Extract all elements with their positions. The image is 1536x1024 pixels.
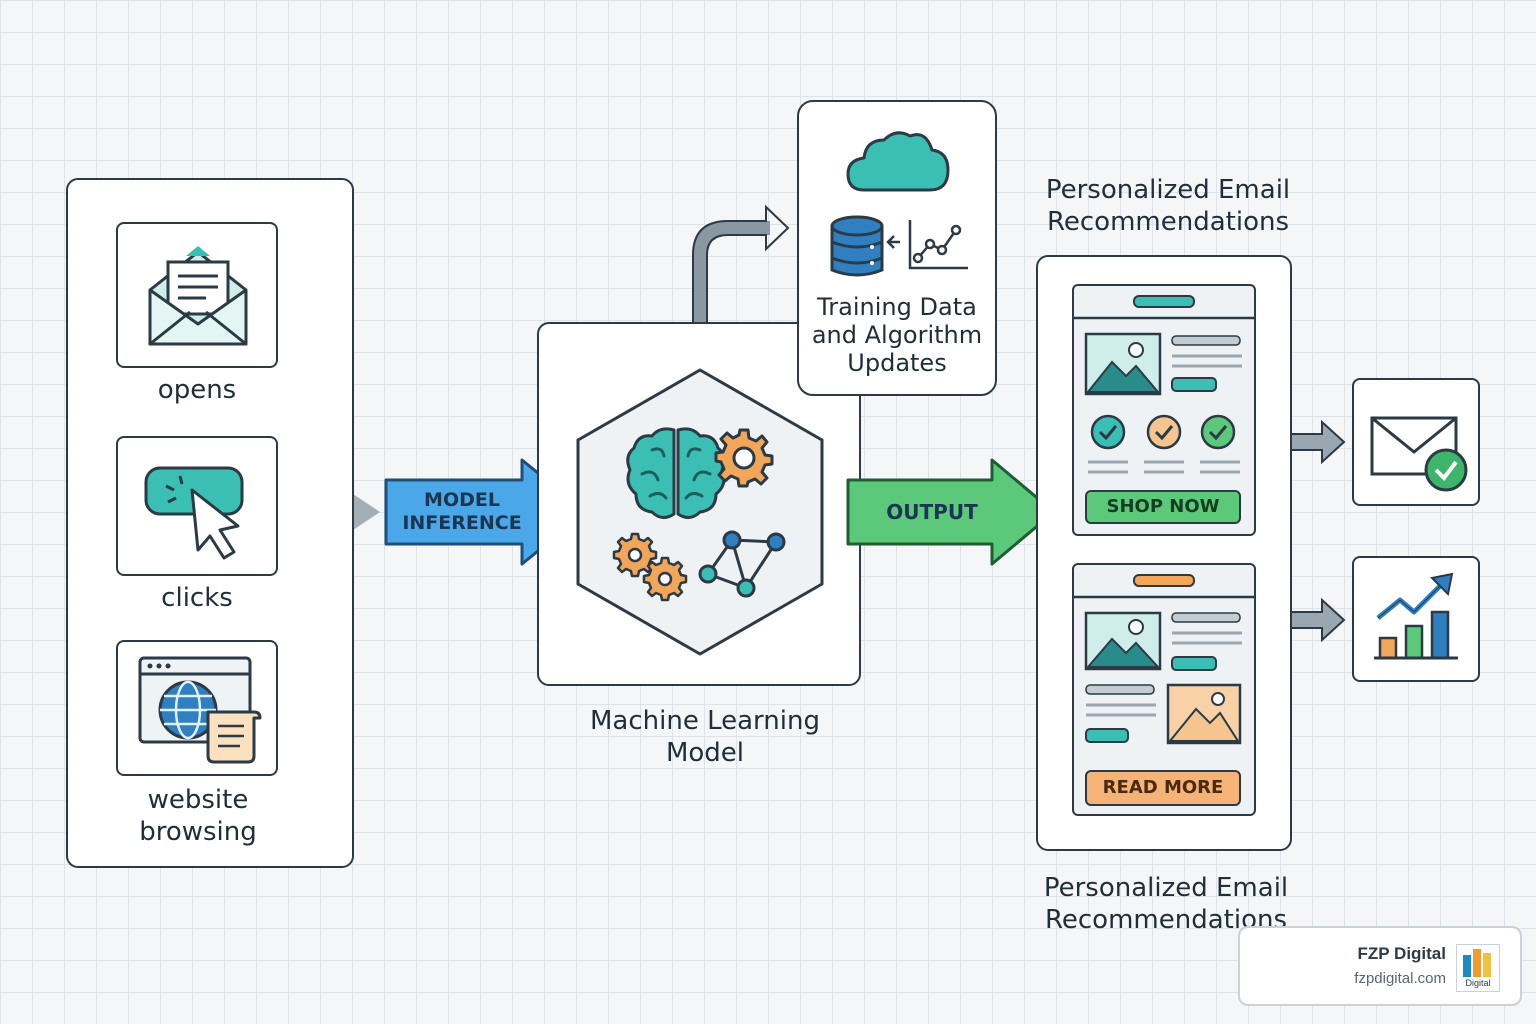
clicks-label: clicks — [161, 583, 233, 613]
brain-icon — [626, 427, 726, 519]
recommendations-title-bottom: Personalized Email Recommendations — [1043, 873, 1289, 935]
image-icon — [1166, 683, 1242, 745]
read-more-button[interactable]: READ MORE — [1085, 770, 1241, 806]
network-icon — [698, 530, 786, 598]
browsing-label: website browsing — [139, 785, 257, 847]
output-label: OUTPUT — [886, 500, 978, 524]
envelope-open-icon — [148, 246, 248, 346]
check-circle-icon — [1090, 414, 1236, 450]
output-arrow — [846, 458, 1056, 566]
gear-icon — [714, 428, 774, 488]
brand-logo: Digital — [1456, 944, 1500, 992]
browsing-card — [116, 640, 278, 776]
cursor-click-icon — [144, 466, 244, 560]
image-icon — [1084, 332, 1162, 396]
email-template-read-graphics — [1074, 574, 1254, 745]
ml-model-label: Machine Learning Model — [590, 706, 820, 768]
database-icon — [830, 215, 884, 277]
line-chart-icon — [886, 220, 968, 270]
small-gears-icon — [612, 532, 688, 602]
opens-card — [116, 222, 278, 368]
brand-url[interactable]: fzpdigital.com — [1354, 970, 1446, 987]
envelope-check-icon — [1370, 416, 1468, 492]
email-template-shop-graphics — [1074, 295, 1254, 474]
bar-chart-growth-icon — [1374, 572, 1458, 660]
globe-browser-icon — [138, 656, 262, 764]
recommendations-title-top: Personalized Email Recommendations — [1045, 175, 1291, 237]
model-inference-label: MODEL INFERENCE — [402, 489, 522, 534]
growth-chart-card — [1352, 556, 1480, 682]
training-label: Training Data and Algorithm Updates — [811, 293, 983, 377]
cloud-icon — [846, 131, 950, 192]
shop-now-button[interactable]: SHOP NOW — [1085, 490, 1241, 524]
brand-badge: FZP Digital fzpdigital.com Digital — [1238, 926, 1522, 1006]
brand-name: FZP Digital — [1357, 944, 1446, 963]
image-icon — [1084, 611, 1162, 671]
clicks-card — [116, 436, 278, 576]
opens-label: opens — [157, 375, 237, 405]
